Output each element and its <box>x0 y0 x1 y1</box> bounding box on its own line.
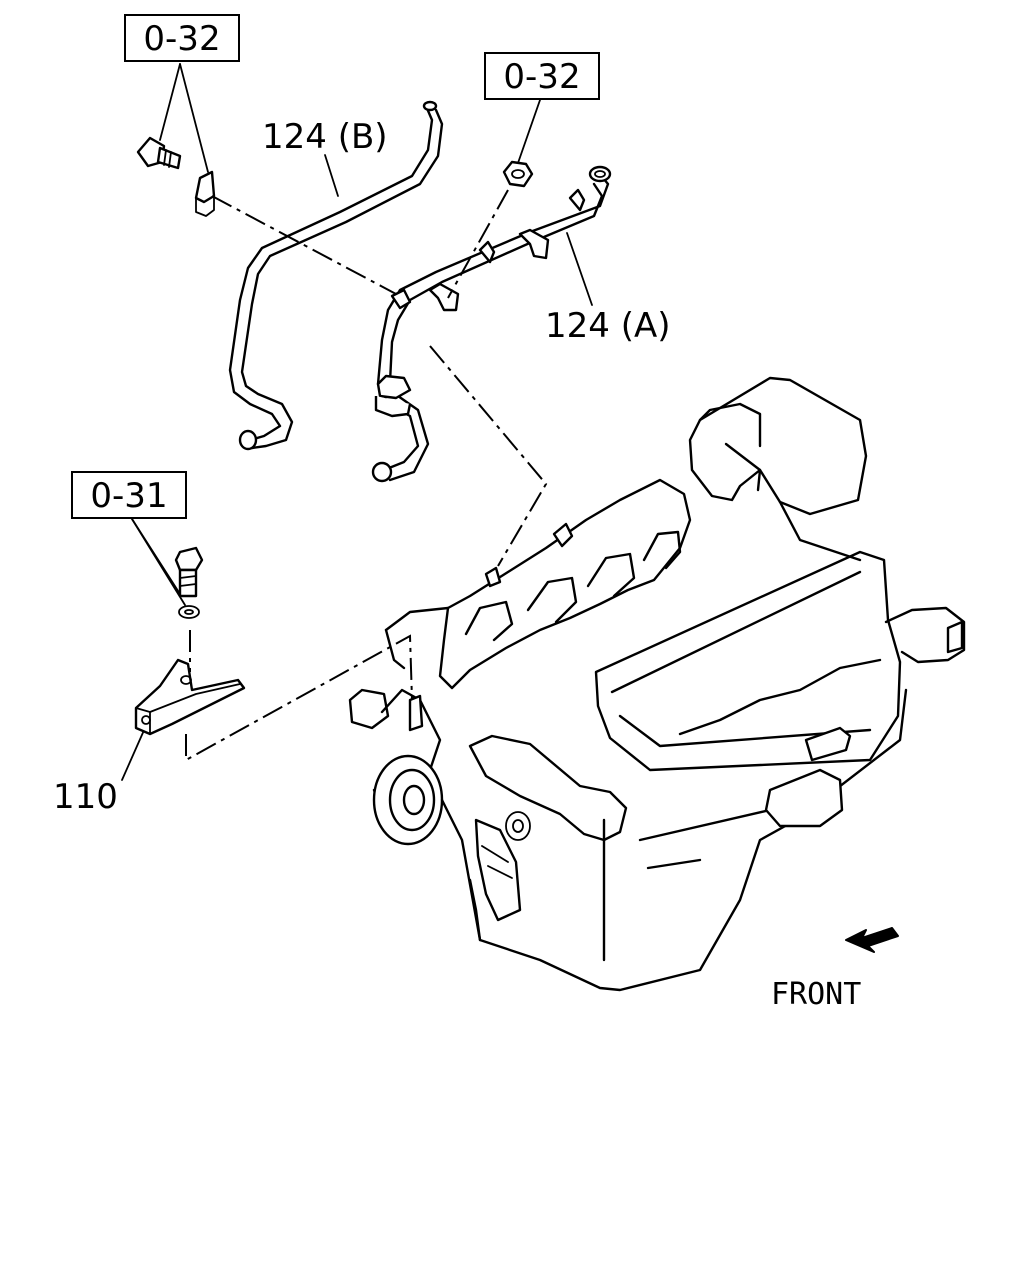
ref-box-top-left: 0-32 <box>124 14 240 62</box>
arrow-down-left-icon <box>845 927 899 953</box>
ref-label-top-left: 0-32 <box>143 19 220 59</box>
installation-lines <box>185 189 548 762</box>
part-label-110: 110 <box>53 777 118 817</box>
pipe-124b <box>228 100 444 451</box>
bracket-110 <box>134 658 246 736</box>
part-label-124b: 124 (B) <box>262 117 388 157</box>
ref-label-left: 0-31 <box>90 476 167 516</box>
ref-box-top-right: 0-32 <box>484 52 600 100</box>
ref-box-left: 0-31 <box>71 471 187 519</box>
front-label: FRONT <box>771 977 861 1012</box>
nut-0-32 <box>502 160 534 188</box>
ref-label-top-right: 0-32 <box>503 57 580 97</box>
leader-lines <box>121 63 593 781</box>
clip-0-32 <box>194 170 216 217</box>
engine-block <box>348 376 966 992</box>
bolt-0-31 <box>174 546 204 619</box>
front-indicator: FRONT <box>771 927 899 1012</box>
pipe-124a <box>371 165 612 483</box>
part-label-124a: 124 (A) <box>545 306 671 346</box>
bolt-0-32 <box>136 136 182 170</box>
